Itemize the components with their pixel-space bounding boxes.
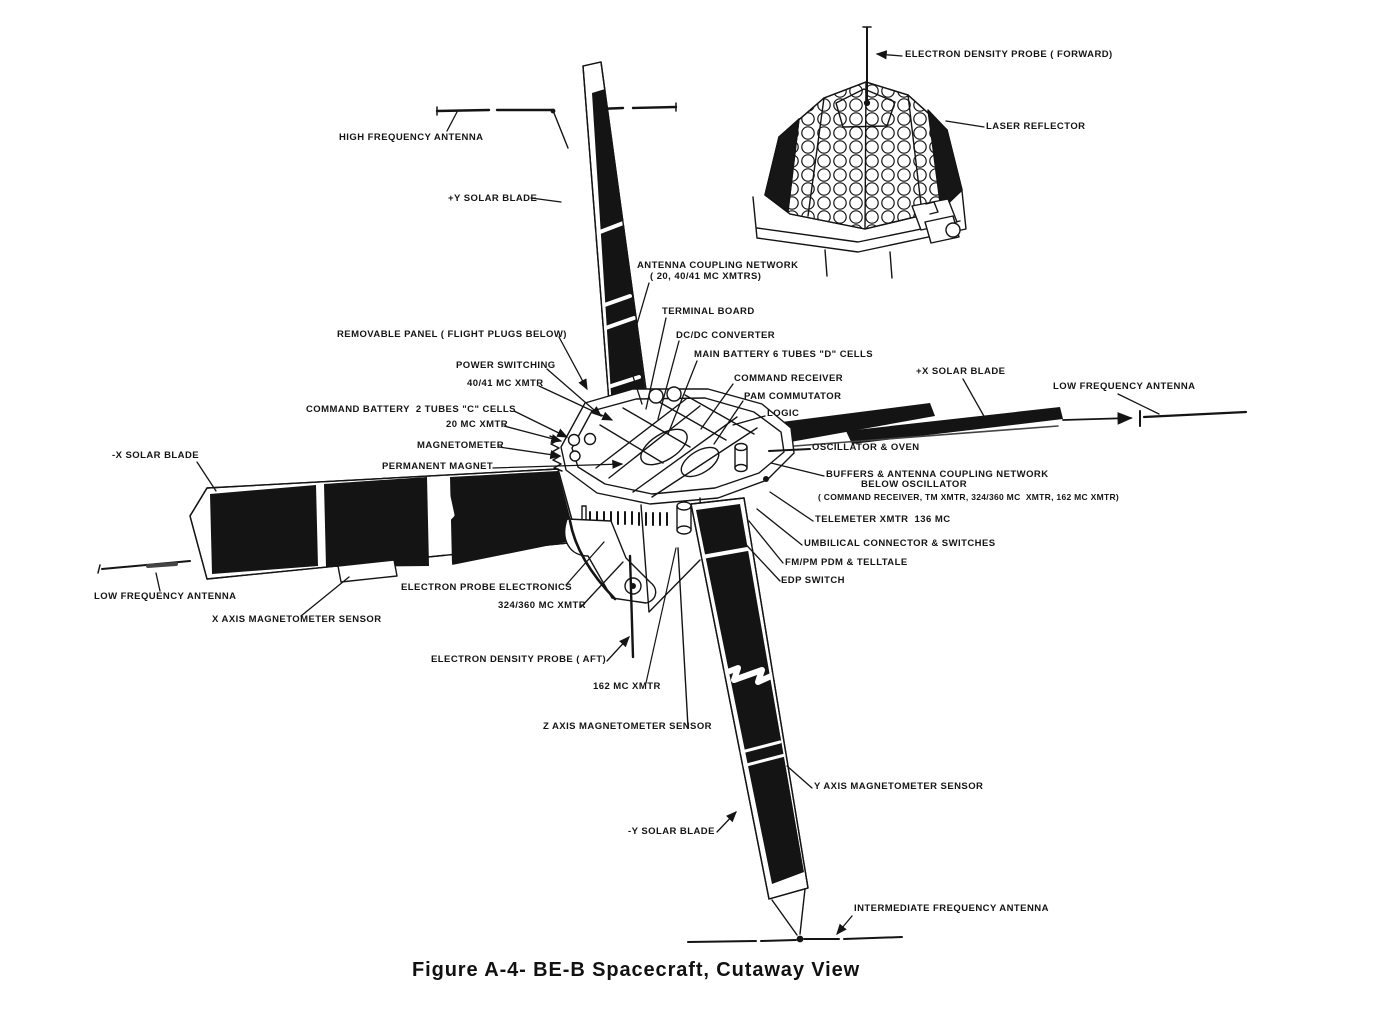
low-frequency-antenna-left-line (97, 560, 191, 574)
label-laser-reflector: LASER REFLECTOR (986, 121, 1086, 132)
x-axis-magnetometer-sensor-box (337, 559, 398, 583)
label-y-axis-magnetometer-sensor: Y AXIS MAGNETOMETER SENSOR (814, 781, 984, 792)
label-removable-panel: REMOVABLE PANEL ( FLIGHT PLUGS BELOW) (337, 329, 567, 340)
label-pam-commutator: PAM COMMUTATOR (744, 391, 842, 402)
leader-lines (155, 50, 1160, 935)
label-minus-x-solar-blade: -X SOLAR BLADE (112, 450, 200, 461)
label-xmtr-324-360: 324/360 MC XMTR (498, 600, 587, 611)
plus-y-solar-blade-drawing (582, 61, 651, 429)
intermediate-frequency-antenna-line (687, 935, 903, 943)
z-axis-boom (677, 547, 689, 728)
label-command-battery: COMMAND BATTERY 2 TUBES "C" CELLS (306, 404, 516, 415)
low-frequency-antenna-right-line (1062, 410, 1248, 427)
label-telemeter-xmtr: TELEMETER XMTR 136 MC (815, 514, 951, 525)
label-high-frequency-antenna: HIGH FREQUENCY ANTENNA (339, 132, 484, 143)
label-electron-density-probe-forward: ELECTRON DENSITY PROBE ( FORWARD) (905, 49, 1113, 60)
label-magnetometer: MAGNETOMETER (417, 440, 505, 451)
label-antenna-coupling-network-1: ANTENNA COUPLING NETWORK (637, 260, 799, 271)
minus-x-solar-blade-drawing (189, 468, 579, 583)
mounting-bracket (564, 518, 657, 604)
label-power-switching: POWER SWITCHING (456, 360, 556, 371)
label-terminal-board: TERMINAL BOARD (662, 306, 755, 317)
label-plus-y-solar-blade: +Y SOLAR BLADE (448, 193, 538, 204)
laser-reflector-dome (752, 26, 967, 279)
label-x-axis-magnetometer-sensor: X AXIS MAGNETOMETER SENSOR (212, 614, 382, 625)
label-oscillator-oven: OSCILLATOR & OVEN (812, 442, 920, 453)
label-logic: LOGIC (767, 408, 800, 419)
label-xmtr-40-41: 40/41 MC XMTR (467, 378, 544, 389)
label-intermediate-frequency-antenna: INTERMEDIATE FREQUENCY ANTENNA (854, 903, 1049, 914)
electron-density-probe-aft-rod (628, 554, 635, 659)
label-antenna-coupling-network-2: ( 20, 40/41 MC XMTRS) (650, 271, 762, 282)
boom-spring (581, 501, 692, 535)
label-main-battery: MAIN BATTERY 6 TUBES "D" CELLS (694, 349, 874, 360)
whip-antenna-162 (645, 547, 677, 684)
label-xmtr-162: 162 MC XMTR (593, 681, 661, 692)
minus-y-solar-blade-drawing (690, 497, 809, 936)
label-xmtr-20: 20 MC XMTR (446, 419, 509, 430)
label-umbilical-connector: UMBILICAL CONNECTOR & SWITCHES (804, 538, 996, 549)
label-dc-dc-converter: DC/DC CONVERTER (676, 330, 776, 341)
label-command-receiver: COMMAND RECEIVER (734, 373, 844, 384)
label-permanent-magnet: PERMANENT MAGNET (382, 461, 494, 472)
figure-caption: Figure A-4- BE-B Spacecraft, Cutaway Vie… (412, 959, 861, 981)
equipment-deck (549, 386, 795, 728)
electron-density-probe-forward-rod (862, 26, 872, 107)
high-frequency-antenna-line (435, 102, 678, 149)
label-electron-density-probe-aft: ELECTRON DENSITY PROBE ( AFT) (431, 654, 607, 665)
label-electron-probe-electronics: ELECTRON PROBE ELECTRONICS (401, 582, 573, 593)
label-low-frequency-antenna-right: LOW FREQUENCY ANTENNA (1053, 381, 1196, 392)
label-buffers-1: BUFFERS & ANTENNA COUPLING NETWORK (826, 469, 1049, 480)
label-fm-pm-pdm: FM/PM PDM & TELLTALE (785, 557, 908, 568)
dome-bracket (911, 198, 961, 244)
label-z-axis-magnetometer-sensor: Z AXIS MAGNETOMETER SENSOR (543, 721, 712, 732)
label-minus-y-solar-blade: -Y SOLAR BLADE (628, 826, 715, 837)
label-edp-switch: EDP SWITCH (781, 575, 845, 586)
label-low-frequency-antenna-left: LOW FREQUENCY ANTENNA (94, 591, 237, 602)
label-buffers-3: ( COMMAND RECEIVER, TM XMTR, 324/360 MC … (818, 492, 1120, 502)
label-plus-x-solar-blade: +X SOLAR BLADE (916, 366, 1006, 377)
plus-x-solar-blade-drawing (766, 403, 1063, 449)
label-buffers-2: BELOW OSCILLATOR (861, 479, 968, 490)
